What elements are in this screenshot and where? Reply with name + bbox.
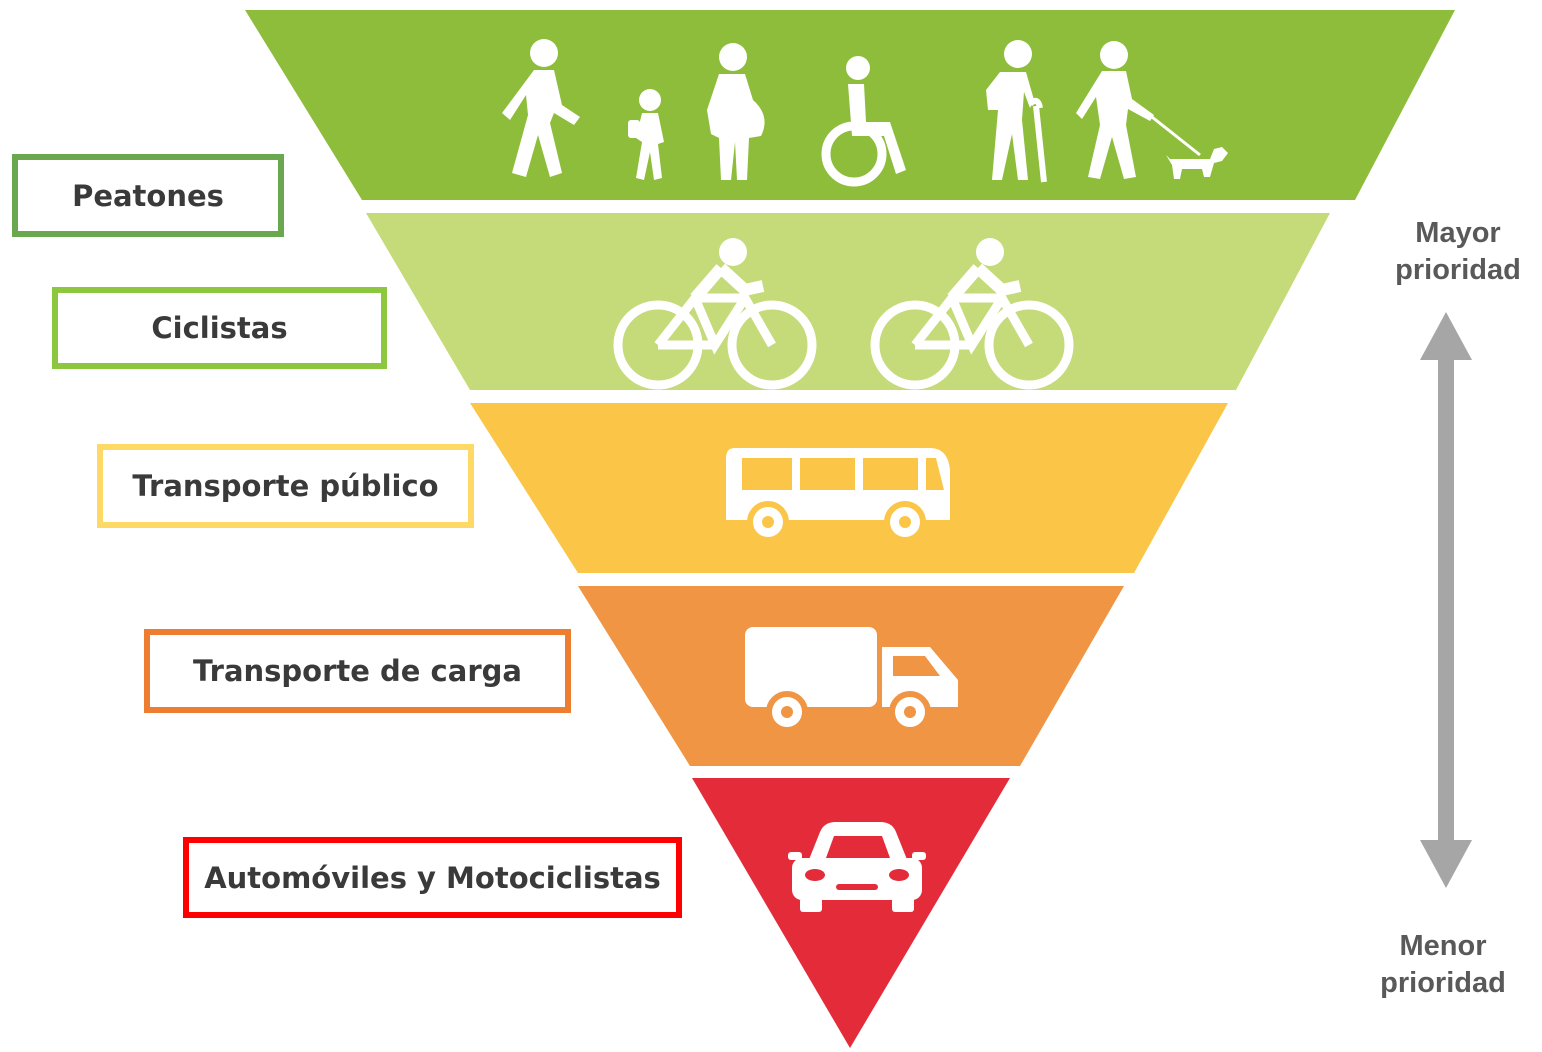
level-label-cars: Automóviles y Motociclistas [183,837,682,918]
level-label-freight: Transporte de carga [144,629,571,713]
level-label-text: Transporte público [132,469,439,503]
pyramid-level-cars [692,778,1010,1048]
higher-priority-line2: prioridad [1395,254,1521,286]
level-label-cyclists: Ciclistas [52,287,387,369]
level-label-text: Transporte de carga [193,654,522,688]
level-label-text: Automóviles y Motociclistas [204,860,661,895]
cyclists-icon [613,238,1074,390]
bus-icon [726,448,950,543]
level-label-text: Ciclistas [151,311,288,345]
pyramid-level-cyclists [366,213,1330,390]
truck-icon [745,627,958,733]
priority-arrow [1420,312,1472,888]
higher-priority-line1: Mayor [1415,217,1501,249]
car-icon [788,822,926,912]
lower-priority-line2: prioridad [1380,967,1506,999]
level-label-public-transport: Transporte público [97,444,474,528]
lower-priority-label: Menor prioridad [1363,928,1523,1002]
higher-priority-label: Mayor prioridad [1378,215,1538,289]
pedestrians-icon [502,39,1228,187]
level-label-text: Peatones [72,178,224,213]
level-label-pedestrians: Peatones [12,154,284,237]
lower-priority-line1: Menor [1399,930,1487,962]
